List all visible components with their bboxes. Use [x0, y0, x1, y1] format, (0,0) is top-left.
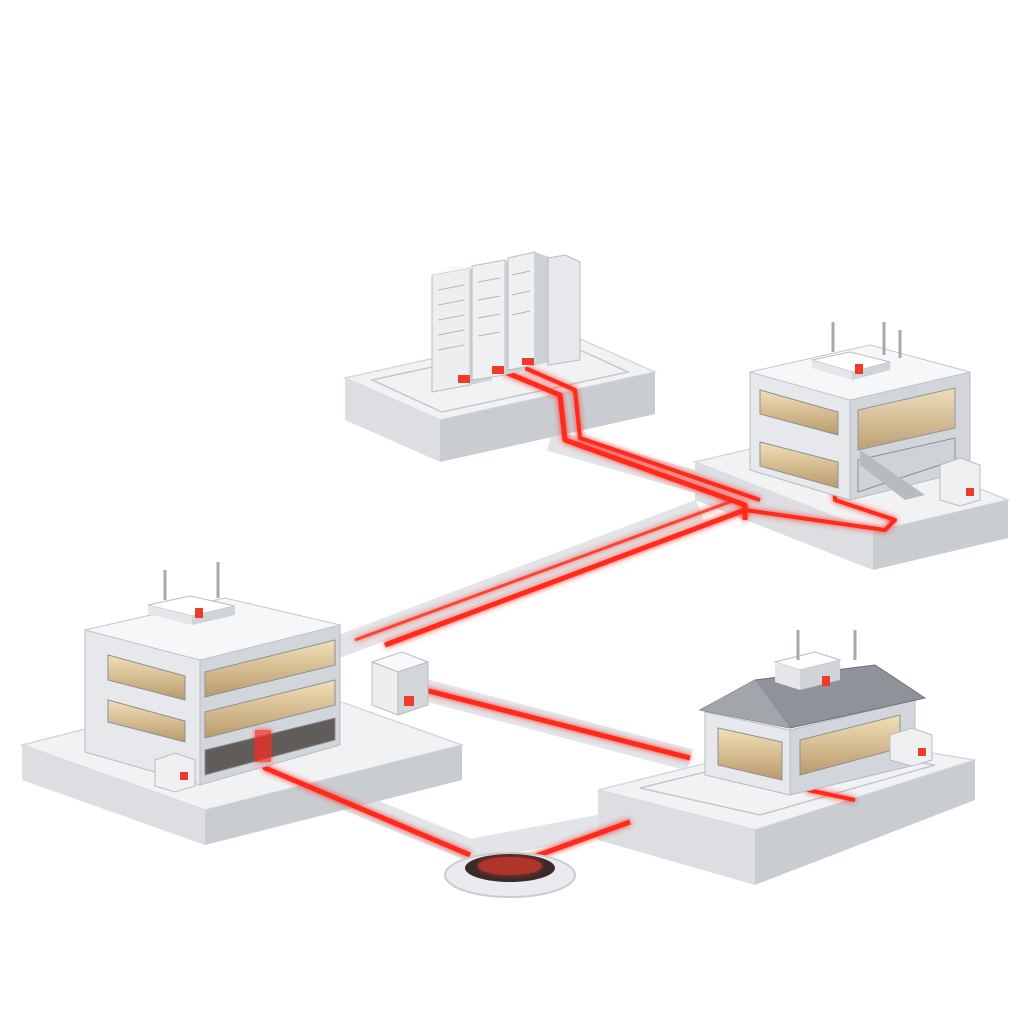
- office-building-right[interactable]: [750, 322, 980, 506]
- network-switch-box[interactable]: [372, 652, 428, 715]
- network-box-icon: [372, 652, 428, 715]
- cable-switch-to-house: [425, 690, 690, 758]
- office-building-icon: [750, 322, 980, 506]
- junction-hub[interactable]: [445, 853, 575, 897]
- cable-office-to-main: [385, 510, 745, 645]
